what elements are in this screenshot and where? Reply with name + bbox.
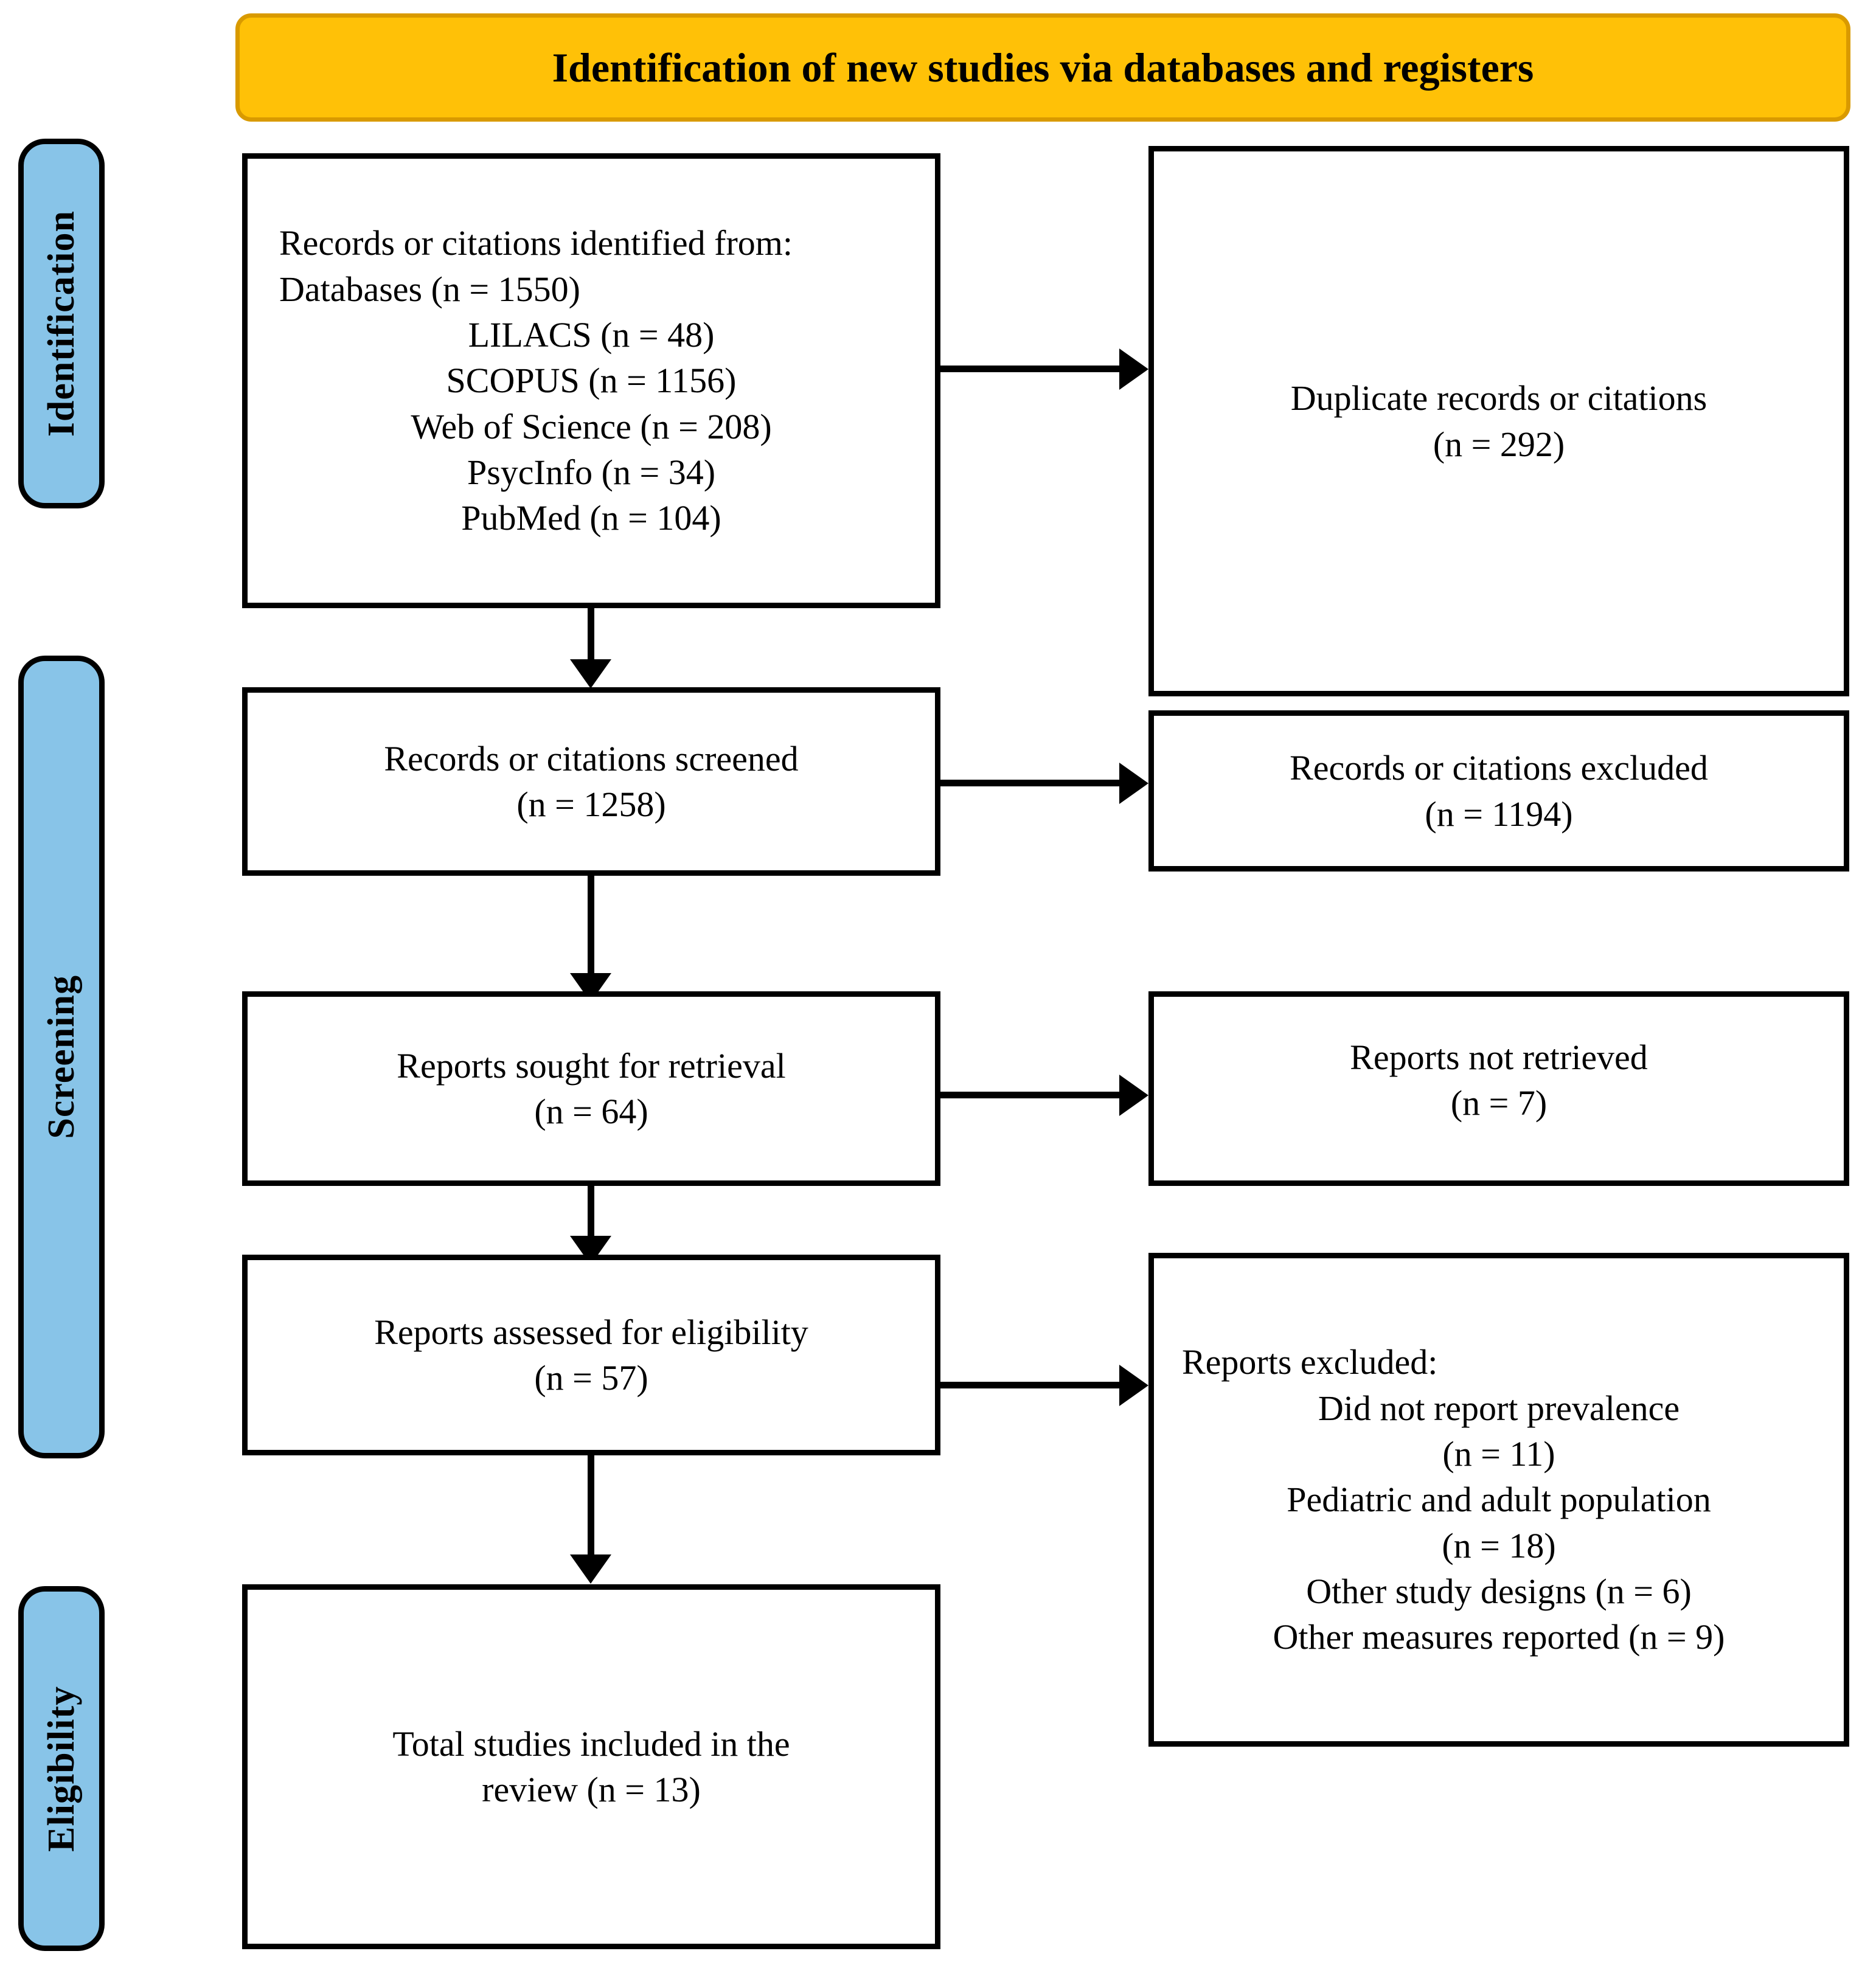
records-identified-line-4: SCOPUS (n = 1156): [446, 361, 737, 401]
arrowhead-identified-to-duplicates: [1119, 348, 1148, 390]
box-reports-excluded-reasons: Reports excluded: Did not report prevale…: [1148, 1253, 1849, 1747]
page-title: Identification of new studies via databa…: [552, 44, 1534, 91]
reports-sought-line-1: Reports sought for retrieval: [397, 1045, 786, 1086]
arrowhead-assessed-to-excluded: [1119, 1365, 1148, 1406]
total-studies-included-line-2: review (n = 13): [482, 1770, 701, 1809]
arrowhead-screened-to-excluded: [1119, 763, 1148, 804]
box-reports-assessed: Reports assessed for eligibility (n = 57…: [242, 1255, 940, 1455]
reports-not-retrieved-line-2: (n = 7): [1450, 1083, 1548, 1123]
stage-label-identification: Identification: [41, 210, 82, 437]
stage-bar-screening: Screening: [18, 656, 105, 1458]
records-excluded-line-2: (n = 1194): [1425, 794, 1573, 834]
box-records-excluded: Records or citations excluded (n = 1194): [1148, 710, 1849, 872]
connector-screened-to-excluded: [940, 780, 1123, 786]
reports-excluded-line-3: (n = 11): [1442, 1433, 1555, 1474]
connector-identified-to-duplicates: [940, 366, 1123, 372]
records-identified-line-1: Records or citations identified from:: [279, 223, 793, 263]
records-excluded-line-1: Records or citations excluded: [1290, 748, 1708, 788]
reports-not-retrieved-line-1: Reports not retrieved: [1350, 1038, 1648, 1077]
records-identified-line-7: PubMed (n = 104): [461, 498, 721, 538]
stage-label-eligibility: Eligibility: [41, 1685, 82, 1852]
records-screened-line-1: Records or citations screened: [384, 738, 799, 778]
box-records-screened: Records or citations screened (n = 1258): [242, 687, 940, 876]
reports-excluded-line-5: (n = 18): [1442, 1525, 1556, 1565]
arrowhead-assessed-to-included: [570, 1554, 611, 1584]
connector-sought-to-assessed: [588, 1186, 594, 1247]
records-identified-line-5: Web of Science (n = 208): [411, 406, 772, 446]
reports-sought-line-2: (n = 64): [534, 1092, 648, 1131]
stage-bar-identification: Identification: [18, 139, 105, 508]
records-identified-line-2: Databases (n = 1550): [279, 269, 580, 309]
duplicate-records-line-2: (n = 292): [1433, 424, 1565, 464]
stage-bar-eligibility: Eligibility: [18, 1586, 105, 1951]
reports-excluded-line-7: Other measures reported (n = 9): [1273, 1617, 1725, 1657]
total-studies-included-line-1: Total studies included in the: [392, 1724, 790, 1764]
records-screened-line-2: (n = 1258): [516, 785, 666, 824]
reports-excluded-line-2: Did not report prevalence: [1318, 1388, 1680, 1428]
records-identified-line-3: LILACS (n = 48): [468, 314, 715, 355]
reports-assessed-line-1: Reports assessed for eligibility: [374, 1312, 808, 1352]
connector-screened-to-sought: [588, 876, 594, 997]
duplicate-records-line-1: Duplicate records or citations: [1290, 378, 1708, 418]
reports-excluded-line-1: Reports excluded:: [1182, 1342, 1438, 1382]
box-reports-not-retrieved: Reports not retrieved (n = 7): [1148, 991, 1849, 1186]
reports-excluded-line-4: Pediatric and adult population: [1287, 1480, 1711, 1520]
arrowhead-identified-to-screened: [570, 659, 611, 688]
stage-label-screening: Screening: [41, 975, 82, 1139]
connector-assessed-to-excluded: [940, 1382, 1123, 1388]
box-records-identified: Records or citations identified from: Da…: [242, 153, 940, 608]
box-reports-sought: Reports sought for retrieval (n = 64): [242, 991, 940, 1186]
diagram-header-banner: Identification of new studies via databa…: [235, 13, 1850, 122]
connector-assessed-to-included: [588, 1455, 594, 1577]
reports-assessed-line-2: (n = 57): [534, 1358, 648, 1398]
reports-excluded-line-6: Other study designs (n = 6): [1306, 1572, 1692, 1612]
box-duplicate-records: Duplicate records or citations (n = 292): [1148, 146, 1849, 696]
box-total-studies-included: Total studies included in the review (n …: [242, 1584, 940, 1949]
connector-identified-to-screened: [588, 608, 594, 668]
records-identified-line-6: PsycInfo (n = 34): [467, 452, 716, 493]
connector-sought-to-not-retrieved: [940, 1092, 1123, 1098]
arrowhead-sought-to-not-retrieved: [1119, 1075, 1148, 1116]
